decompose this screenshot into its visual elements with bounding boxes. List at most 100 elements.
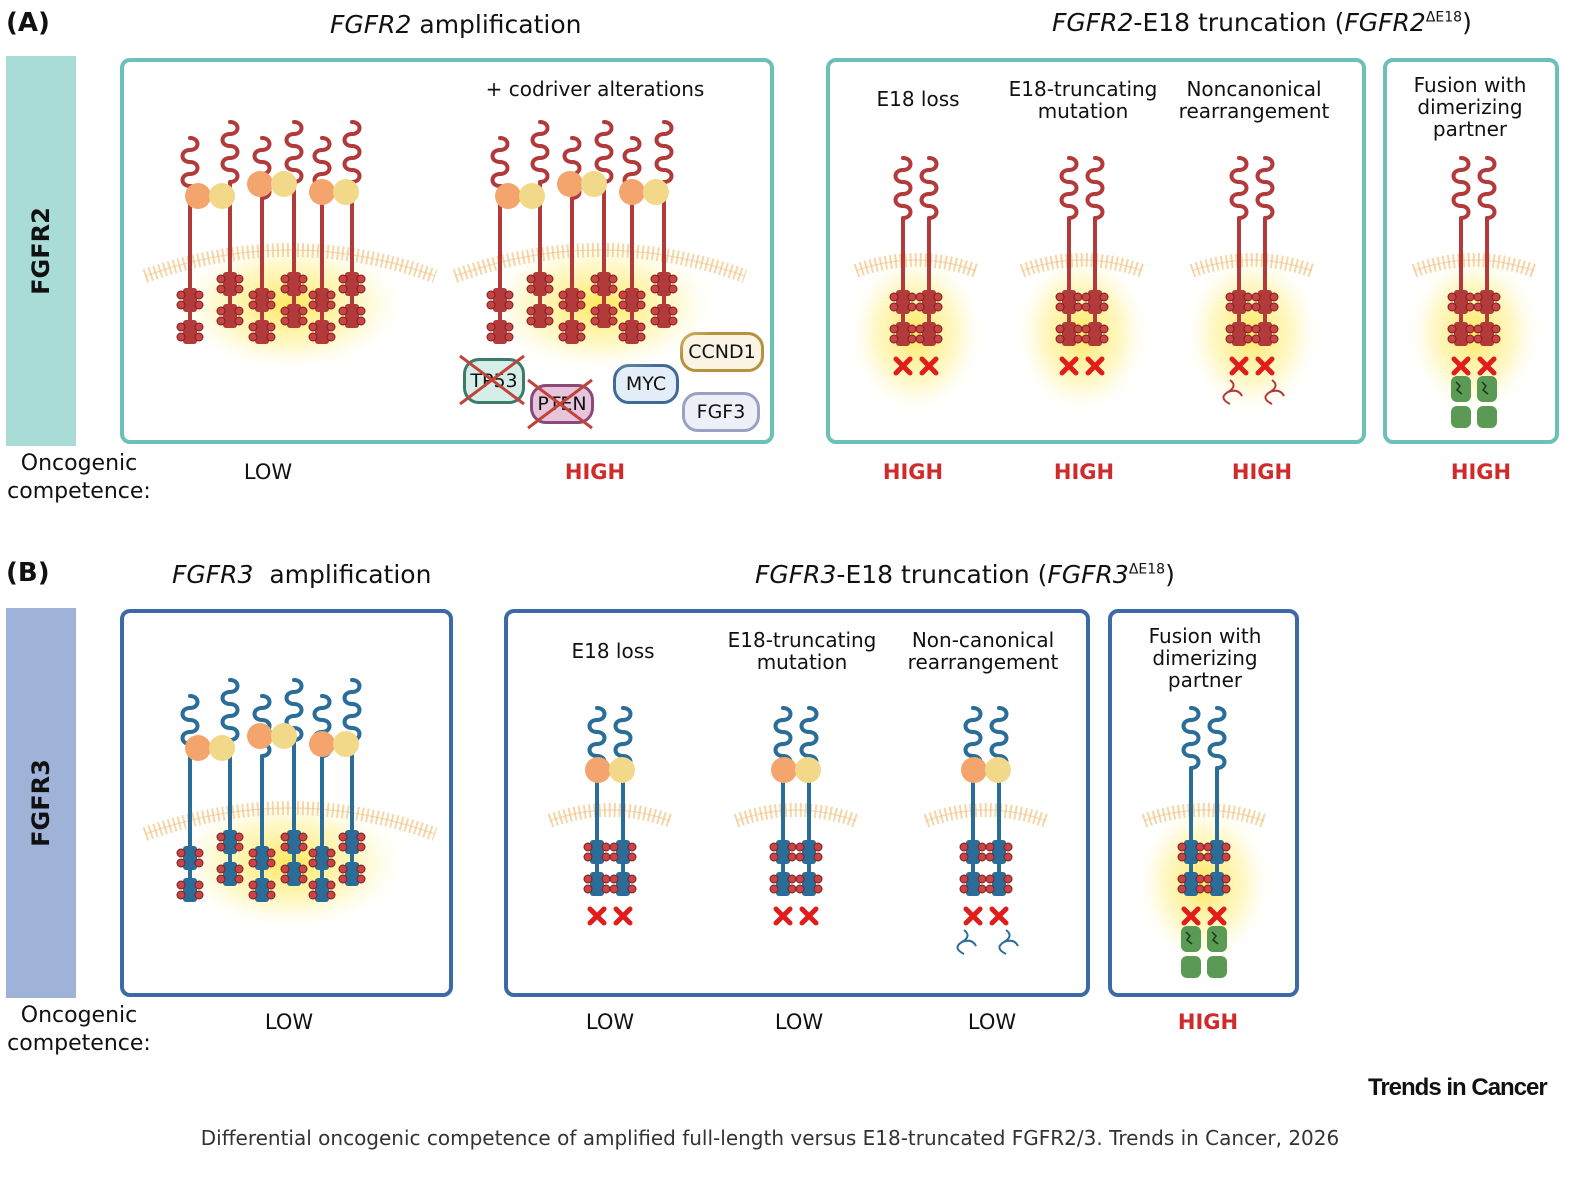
phospho-site [266,890,276,900]
kinase-domain [223,272,237,296]
phospho-site [1447,292,1457,302]
phospho-site [248,890,258,900]
receptor-ecd [220,678,240,742]
phospho-site [609,884,619,894]
phospho-site [977,874,987,884]
panel-b-competence-e18-loss: LOW [585,1010,635,1034]
phospho-site [1225,302,1235,312]
panel-a-competence-codriver: HIGH [564,460,626,484]
kinase-domain [287,862,301,886]
phospho-site [889,334,899,344]
kinase-domain [1232,322,1246,346]
phospho-site [576,300,586,310]
fgfr3-e18-truncating [733,706,859,926]
phospho-site [1177,852,1187,862]
phospho-site [280,274,290,284]
phospho-site [668,306,678,316]
phospho-site [176,848,186,858]
phospho-site [650,274,660,284]
phospho-site [234,864,244,874]
phospho-site [1447,302,1457,312]
kinase-domain [565,320,579,344]
kinase-domain [590,872,604,896]
kinase-domain [315,288,329,312]
phospho-site [959,842,969,852]
phospho-site [1251,302,1261,312]
phospho-site [1473,302,1483,312]
fgfr2-codriver-cluster [452,120,748,375]
phospho-site [650,284,660,294]
phospho-site [1195,842,1205,852]
phospho-site [280,874,290,884]
phospho-site [298,832,308,842]
phospho-site [216,306,226,316]
phospho-site [1177,842,1187,852]
phospho-site [977,842,987,852]
ligand-fgf [247,171,273,197]
phospho-site [608,284,618,294]
panel-a-letter: (A) [6,8,50,38]
truncation-mark [587,906,607,926]
phospho-site [176,880,186,890]
phospho-site [795,842,805,852]
fusion-partner-domain [1451,376,1471,402]
kinase-domain [1480,290,1494,314]
phospho-site [298,874,308,884]
kinase-domain [533,272,547,296]
phospho-site [601,842,611,852]
phospho-site [234,316,244,326]
receptor-ecd [1255,156,1275,220]
phospho-site [308,848,318,858]
panel-a-amplification-box [120,58,774,444]
phospho-site [985,874,995,884]
phospho-site [176,300,186,310]
phospho-site [590,274,600,284]
kinase-domain [345,272,359,296]
kinase-domain [345,830,359,854]
truncation-mark [773,906,793,926]
phospho-site [907,292,917,302]
phospho-site [795,852,805,862]
kinase-domain [255,320,269,344]
panel-b-truncation-title: FGFR3-E18 truncation (FGFR3ΔE18) [755,560,1175,589]
phospho-site [627,852,637,862]
truncation-mark [1181,906,1201,926]
panel-b-sidebar: FGFR3 [6,608,76,998]
kinase-domain [1088,322,1102,346]
fgfr2-noncanonical [1182,156,1322,418]
phospho-site [326,300,336,310]
phospho-site [234,274,244,284]
phospho-site [1003,874,1013,884]
heparan-sulfate [333,179,359,205]
panel-a-competence-e18-truncating: HIGH [1053,460,1115,484]
fgfr2-e18-loss [846,156,986,418]
phospho-site [590,316,600,326]
activation-glow [1012,248,1152,418]
heparan-sulfate [209,735,235,761]
activation-glow [846,248,986,418]
phospho-site [618,300,628,310]
phospho-site [915,302,925,312]
phospho-site [636,300,646,310]
receptor-ecd [342,678,362,742]
fusion-partner-domain [1477,376,1497,402]
phospho-site [650,306,660,316]
kinase-domain [590,840,604,864]
phospho-site [356,864,366,874]
heparan-sulfate [581,171,607,197]
phospho-site [576,290,586,300]
panel-b-col-e18-loss: E18 loss [571,639,655,663]
phospho-site [194,880,204,890]
phospho-site [1221,852,1231,862]
phospho-site [176,322,186,332]
kinase-domain [657,272,671,296]
phospho-site [1055,292,1065,302]
phospho-site [326,322,336,332]
phospho-site [558,332,568,342]
phospho-site [504,300,514,310]
phospho-site [544,274,554,284]
phospho-site [1225,324,1235,334]
phospho-site [248,290,258,300]
rearranged-tail [1264,379,1285,405]
phospho-site [959,852,969,862]
